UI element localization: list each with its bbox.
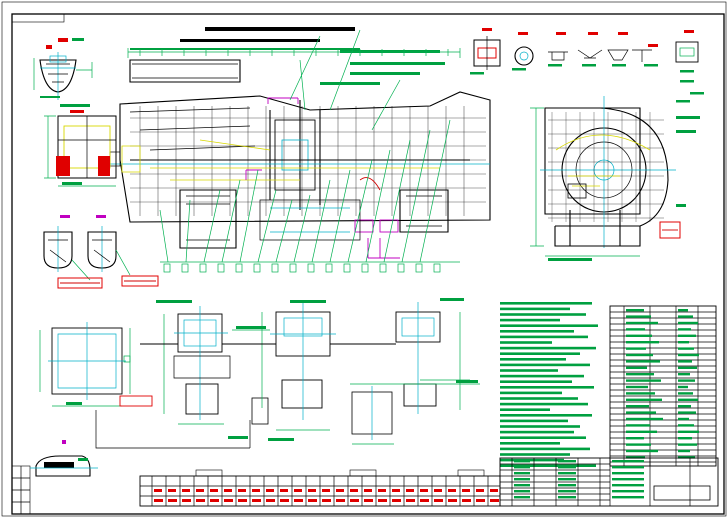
- title-block: [139, 457, 719, 507]
- detail-bottom-left: [30, 440, 98, 477]
- top-right-details: [470, 28, 704, 103]
- main-elevation-view: [109, 29, 491, 273]
- volute-side-view: [530, 96, 700, 261]
- foundation-plan-views: [39, 298, 480, 449]
- technical-notes-block: [500, 302, 598, 467]
- detail-top-left: [33, 38, 93, 100]
- left-section-view: [44, 104, 117, 187]
- top-label-strips: [130, 27, 445, 85]
- parts-list-table: [609, 305, 717, 467]
- left-bucket-details: [43, 215, 159, 289]
